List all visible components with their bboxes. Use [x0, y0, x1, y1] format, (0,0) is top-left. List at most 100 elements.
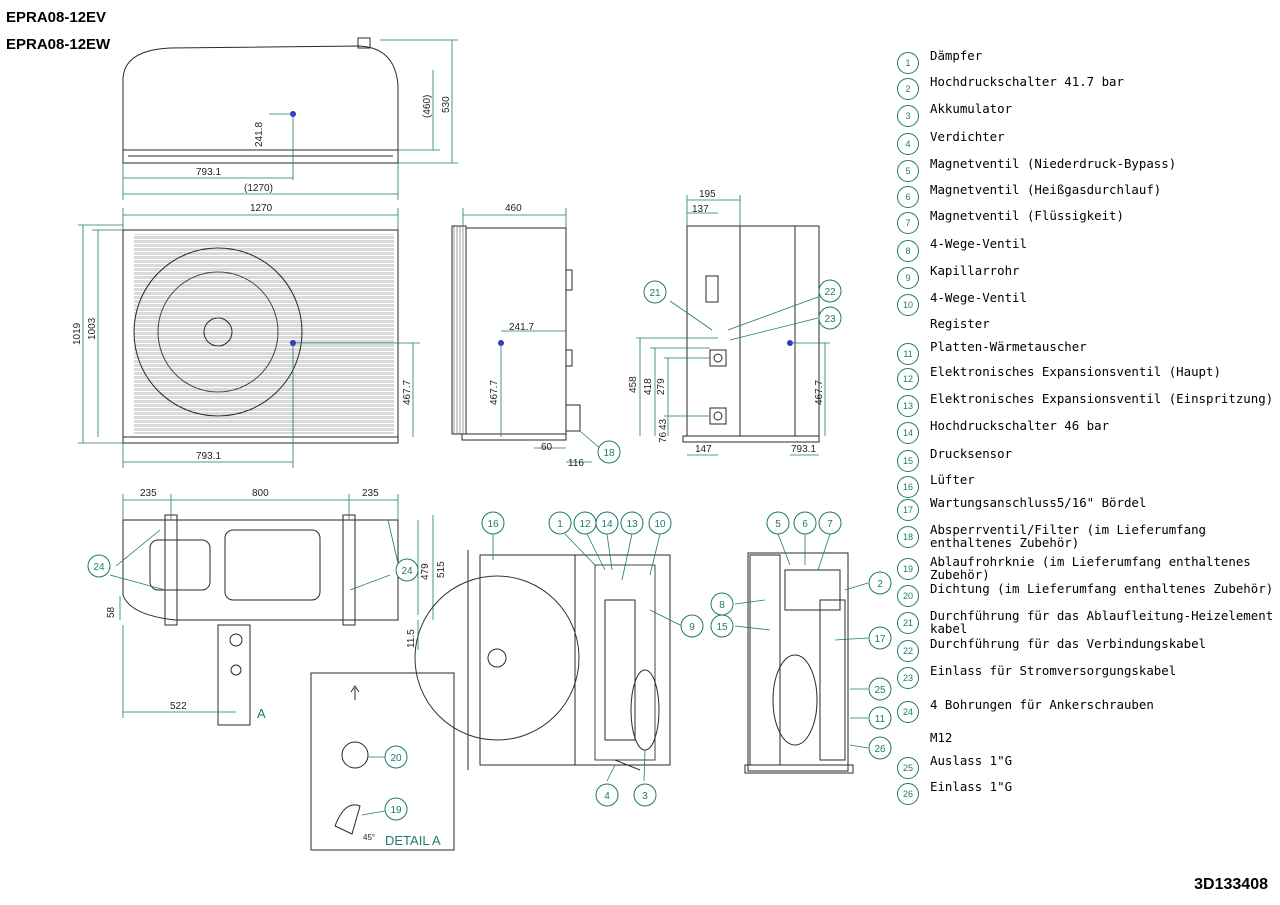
legend-text: Verdichter	[930, 129, 1005, 144]
dim-front-h2: 1003	[87, 317, 98, 340]
dim-side-h: 467.7	[489, 380, 500, 405]
dim-top-w2: (1270)	[244, 183, 273, 194]
legend-text: Ablaufrohrknie (im Lieferumfang enthalte…	[930, 554, 1259, 582]
svg-text:19: 19	[390, 805, 402, 816]
callout-14: 14	[595, 511, 619, 535]
dim-front-b: 793.1	[196, 451, 221, 462]
callout-25: 25	[868, 677, 892, 701]
callout-8: 8	[710, 592, 734, 616]
right-view-dims	[636, 195, 830, 456]
legend-number: 13	[897, 395, 919, 417]
svg-text:12: 12	[579, 519, 591, 530]
dim-right-h5: 43	[658, 418, 669, 430]
dim-base-h1: 479	[420, 563, 431, 580]
legend-text: 4-Wege-Ventil	[930, 236, 1027, 251]
legend-text: Dämpfer	[930, 48, 983, 63]
legend-text: Dichtung (im Lieferumfang enthaltenes Zu…	[930, 581, 1274, 596]
legend-number: 19	[897, 558, 919, 580]
detail-label: DETAIL A	[385, 833, 441, 848]
dim-right-h4: 76	[658, 431, 669, 443]
dim-base-a: A	[257, 706, 266, 721]
callout-11: 11	[868, 706, 892, 730]
legend-number: 18	[897, 526, 919, 548]
legend-text: Drucksensor	[930, 446, 1013, 461]
top-view	[122, 37, 399, 164]
callout-15: 15	[710, 614, 734, 638]
dim-right-h3: 279	[656, 378, 667, 395]
svg-text:9: 9	[689, 622, 695, 633]
dim-front-h1: 1019	[72, 322, 83, 345]
svg-text:7: 7	[827, 519, 833, 530]
svg-text:24: 24	[93, 562, 105, 573]
dim-base-r: 235	[362, 488, 379, 499]
svg-text:24: 24	[401, 566, 413, 577]
legend-number: 20	[897, 585, 919, 607]
callout-4: 4	[595, 783, 619, 807]
legend-text: 4 Bohrungen für Ankerschrauben	[930, 697, 1154, 712]
dim-base-l: 235	[140, 488, 157, 499]
legend-number: 1	[897, 52, 919, 74]
callout-21: 21	[643, 280, 667, 304]
callout-24-right: 24	[395, 558, 419, 582]
legend-text: Auslass 1"G	[930, 753, 1013, 768]
dim-right-c: 467.7	[814, 380, 825, 405]
dim-base-s2: 11.5	[406, 629, 417, 648]
callout-20: 20	[384, 745, 408, 769]
dim-side-c: 241.7	[509, 322, 534, 333]
dim-front-w: 1270	[250, 203, 273, 214]
dim-right-b1: 147	[695, 444, 712, 455]
legend-text: Hochdruckschalter 46 bar	[930, 418, 1110, 433]
callout-6: 6	[793, 511, 817, 535]
legend-number: 6	[897, 186, 919, 208]
dim-top-center: 241.8	[254, 122, 265, 147]
detail-a-box	[310, 672, 455, 851]
svg-text:21: 21	[649, 288, 661, 299]
legend-number: 23	[897, 667, 919, 689]
dim-side-b1: 60	[541, 442, 553, 453]
svg-text:10: 10	[654, 519, 666, 530]
dim-right-h2: 418	[643, 378, 654, 395]
dim-base-s1: 58	[106, 606, 117, 618]
dim-base-m: 800	[252, 488, 269, 499]
document-number: 3D133408	[1194, 876, 1268, 893]
svg-text:17: 17	[874, 634, 886, 645]
callout-2: 2	[868, 571, 892, 595]
dim-side-w: 460	[505, 203, 522, 214]
svg-text:16: 16	[487, 519, 499, 530]
callout-7: 7	[818, 511, 842, 535]
svg-text:15: 15	[716, 622, 728, 633]
legend-number: 3	[897, 105, 919, 127]
callout-18: 18	[597, 440, 621, 464]
svg-text:18: 18	[603, 448, 615, 459]
dim-top-h-outer: 530	[441, 96, 452, 113]
model-title-ew: EPRA08-12EW	[6, 36, 111, 53]
dim-top-w1: 793.1	[196, 167, 221, 178]
legend-number: 8	[897, 240, 919, 262]
legend-text: Akkumulator	[930, 101, 1013, 116]
side-view-dims	[462, 208, 603, 463]
callout-3: 3	[633, 783, 657, 807]
dim-base-h2: 515	[436, 561, 447, 578]
legend-number: 14	[897, 422, 919, 444]
callout-22: 22	[818, 279, 842, 303]
callout-17: 17	[868, 626, 892, 650]
callout-10: 10	[648, 511, 672, 535]
legend-number: 7	[897, 212, 919, 234]
legend-number: 4	[897, 133, 919, 155]
legend-text: Elektronisches Expansionsventil (Haupt)	[930, 364, 1221, 379]
legend-text: Hochdruckschalter 41.7 bar	[930, 74, 1124, 89]
callout-13: 13	[620, 511, 644, 535]
dim-right-h1: 458	[628, 376, 639, 393]
svg-text:1: 1	[557, 519, 563, 530]
legend-number: 12	[897, 368, 919, 390]
callout-1: 1	[548, 511, 572, 535]
dim-top-h-inner: (460)	[422, 95, 433, 118]
svg-text:11: 11	[875, 714, 886, 725]
legend-number: 10	[897, 294, 919, 316]
legend-number: 24	[897, 701, 919, 723]
legend-number: 17	[897, 499, 919, 521]
dim-right-w1: 195	[699, 189, 716, 200]
callout-9: 9	[680, 614, 704, 638]
base-view	[122, 514, 399, 726]
